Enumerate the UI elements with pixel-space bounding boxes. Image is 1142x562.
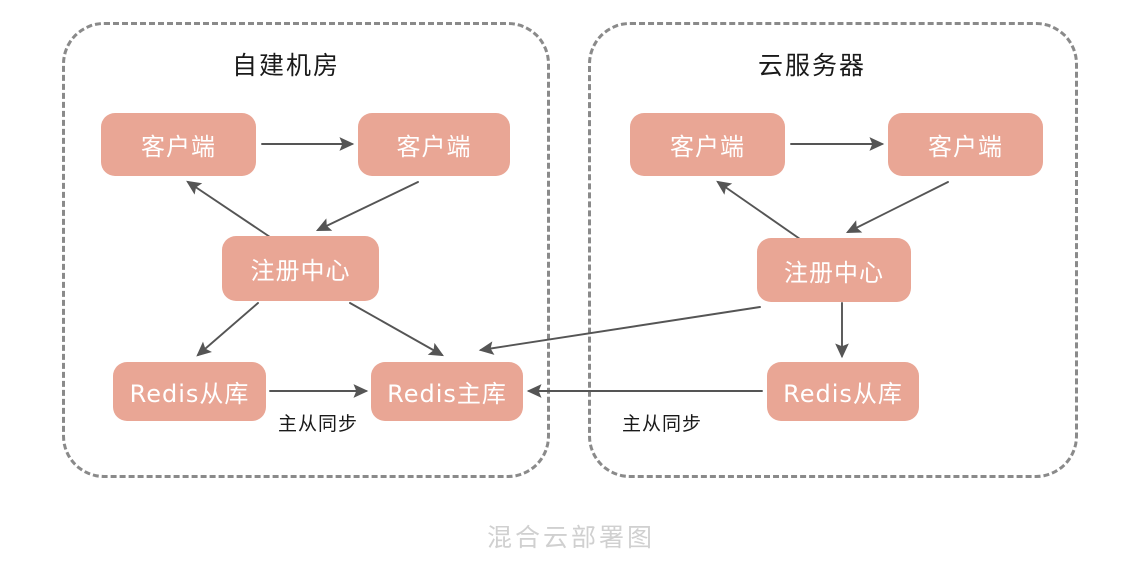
node-cloud-client-a[interactable]: 客户端	[630, 113, 785, 176]
edge-onprem-registry-to-redis-master	[349, 302, 444, 357]
node-onprem-client-a[interactable]: 客户端	[101, 113, 256, 176]
edge-onprem-registry-to-client-a	[186, 180, 271, 238]
edge-cloud-registry-to-client-a	[716, 180, 801, 240]
diagram-caption: 混合云部署图	[486, 523, 656, 552]
zone-title-on-premise: 自建机房	[231, 51, 341, 80]
edge-onprem-registry-to-redis-slave	[196, 302, 259, 357]
edge-cloud-client-b-to-registry	[845, 181, 949, 234]
node-cloud-redis-slave[interactable]: Redis从库	[767, 362, 919, 421]
edge-onprem-client-b-to-registry	[315, 181, 419, 231]
node-onprem-registry[interactable]: 注册中心	[222, 236, 379, 301]
node-onprem-redis-slave[interactable]: Redis从库	[113, 362, 266, 421]
zone-cloud	[588, 22, 1078, 478]
edge-cloud-registry-to-onprem-redis-master	[478, 306, 761, 355]
node-onprem-client-b[interactable]: 客户端	[358, 113, 510, 176]
zone-title-cloud: 云服务器	[757, 51, 867, 80]
edge-label-cloud-sync: 主从同步	[621, 413, 703, 435]
node-cloud-client-b[interactable]: 客户端	[888, 113, 1043, 176]
edge-label-onprem-sync: 主从同步	[277, 413, 359, 435]
node-cloud-registry[interactable]: 注册中心	[757, 238, 911, 302]
node-onprem-redis-master[interactable]: Redis主库	[371, 362, 523, 421]
zone-on-premise	[62, 22, 550, 478]
